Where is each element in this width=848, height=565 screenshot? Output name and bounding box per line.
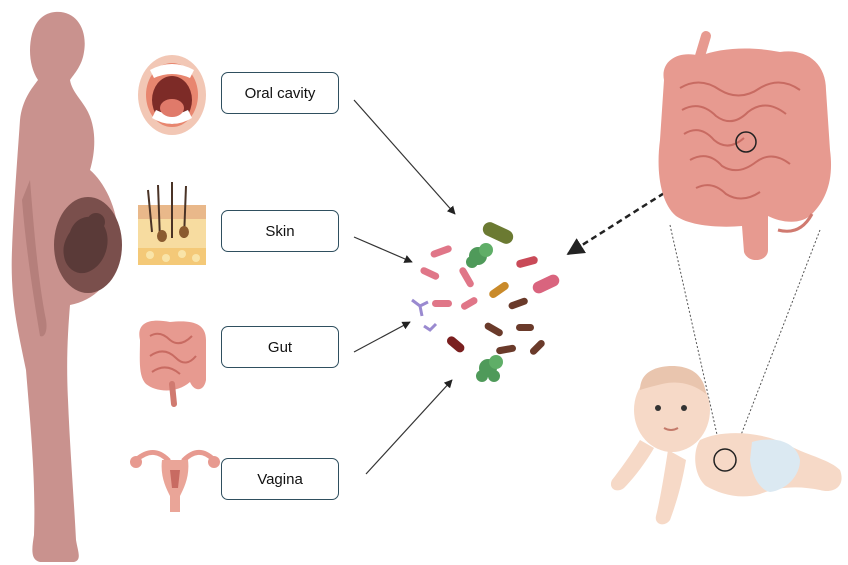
large-intestine-icon — [659, 36, 831, 260]
arrow-vagina — [366, 380, 452, 474]
label-skin: Skin — [221, 210, 339, 252]
uterus-icon — [130, 452, 220, 512]
label-vagina: Vagina — [221, 458, 339, 500]
label-oral-cavity-text: Oral cavity — [245, 85, 316, 102]
source-arrows — [354, 100, 455, 474]
label-gut-text: Gut — [268, 339, 292, 356]
label-oral-cavity: Oral cavity — [221, 72, 339, 114]
mother-silhouette-icon — [12, 12, 122, 562]
label-gut: Gut — [221, 326, 339, 368]
microbiota-cluster-icon — [412, 220, 561, 382]
gut-icon — [139, 321, 206, 404]
skin-layers-icon — [138, 182, 206, 265]
infant-icon — [611, 366, 842, 524]
label-vagina-text: Vagina — [257, 471, 303, 488]
label-skin-text: Skin — [265, 223, 294, 240]
arrow-oral — [354, 100, 455, 214]
mouth-icon — [138, 55, 206, 135]
arrow-gut — [354, 322, 410, 352]
arrow-skin — [354, 237, 412, 262]
